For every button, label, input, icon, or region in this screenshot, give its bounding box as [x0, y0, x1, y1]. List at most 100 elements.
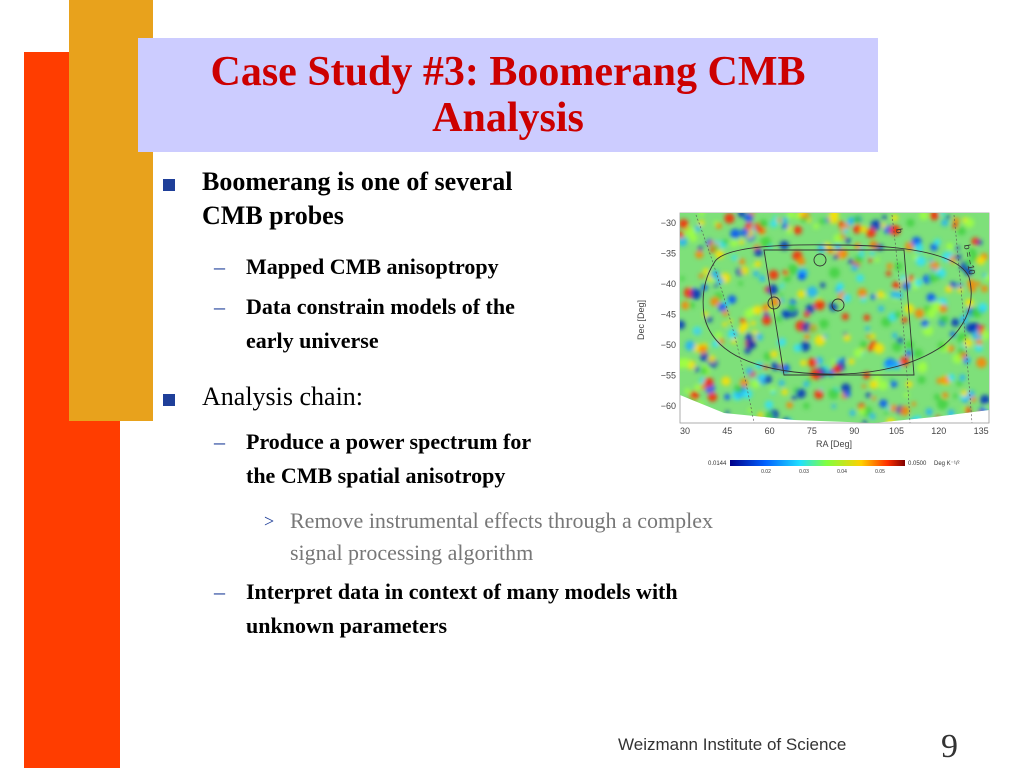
map-texture-spot — [848, 258, 854, 265]
x-tick-label: 45 — [722, 426, 732, 436]
map-texture-spot — [954, 253, 962, 262]
dash-bullet-icon: – — [214, 429, 225, 454]
map-texture-spot — [982, 273, 987, 278]
map-texture-spot — [750, 320, 756, 326]
map-texture-spot — [856, 274, 864, 283]
map-texture-spot — [760, 374, 766, 380]
map-texture-spot — [978, 325, 985, 332]
sub-bullet-text: Interpret data in context of many models… — [246, 579, 678, 604]
bullet-line: CMB probes — [202, 201, 344, 230]
map-texture-spot — [814, 334, 826, 346]
map-texture-spot — [941, 219, 949, 227]
map-texture-spot — [777, 218, 782, 223]
map-texture-spot — [881, 223, 887, 229]
map-texture-spot — [680, 357, 691, 368]
map-texture-spot — [793, 225, 802, 235]
footer-institution: Weizmann Institute of Science — [618, 735, 847, 754]
cmb-map-image — [680, 213, 989, 423]
map-texture-spot — [876, 290, 885, 299]
map-texture-spot — [929, 213, 939, 221]
map-texture-spot — [970, 309, 978, 317]
map-texture-spot — [874, 257, 880, 263]
map-texture-spot — [936, 377, 943, 384]
map-texture-spot — [945, 215, 950, 220]
map-texture-spot — [899, 405, 910, 416]
map-texture-spot — [750, 264, 755, 269]
map-texture-spot — [698, 400, 704, 407]
map-texture-spot — [744, 213, 754, 223]
map-texture-spot — [869, 380, 879, 389]
colorbar-tick-label: 0.05 — [875, 469, 885, 475]
map-texture-spot — [791, 395, 797, 401]
map-texture-spot — [838, 220, 844, 227]
map-texture-spot — [842, 293, 852, 303]
map-texture-spot — [977, 239, 983, 245]
map-texture-spot — [728, 319, 733, 324]
map-texture-spot — [854, 242, 861, 250]
map-texture-spot — [853, 224, 863, 234]
map-texture-spot — [952, 393, 958, 399]
map-texture-spot — [731, 338, 737, 344]
map-texture-spot — [800, 359, 807, 367]
map-texture-spot — [952, 222, 959, 229]
map-texture-spot — [781, 388, 789, 396]
map-texture-spot — [947, 345, 955, 353]
map-texture-spot — [725, 410, 730, 415]
cmb-map-figure: b = −10 b −30−35−40−45−50−55−60 Dec [Deg… — [634, 205, 996, 490]
map-texture-spot — [890, 404, 898, 412]
map-texture-spot — [904, 241, 914, 251]
colorbar-max: 0.0500 — [908, 461, 927, 467]
map-texture-spot — [903, 392, 910, 398]
map-texture-spot — [938, 304, 948, 313]
map-texture-spot — [721, 376, 731, 386]
sub-sub-bullet-text: Remove instrumental effects through a co… — [290, 508, 713, 533]
map-texture-spot — [727, 295, 737, 304]
map-texture-spot — [914, 308, 925, 319]
map-texture-spot — [914, 278, 923, 287]
map-texture-spot — [731, 254, 738, 261]
y-tick-label: −60 — [661, 401, 676, 411]
sub-bullet-produce: – Produce a power spectrum for the CMB s… — [214, 425, 531, 493]
map-texture-spot — [753, 270, 760, 277]
map-texture-spot — [739, 239, 745, 245]
map-texture-spot — [961, 389, 968, 397]
map-texture-spot — [764, 400, 774, 409]
y-tick-label: −55 — [661, 371, 676, 381]
map-texture-spot — [827, 247, 834, 254]
map-texture-spot — [965, 298, 974, 308]
map-texture-spot — [974, 343, 983, 352]
map-texture-spot — [781, 217, 788, 224]
galactic-lines — [695, 214, 973, 424]
map-texture-spot — [865, 326, 870, 331]
map-texture-spot — [926, 308, 937, 319]
map-texture-spot — [870, 333, 876, 339]
map-texture-spot — [807, 357, 818, 368]
map-texture-spot — [782, 417, 791, 423]
map-texture-spot — [817, 244, 826, 253]
map-texture-spot — [805, 304, 815, 314]
map-texture-spot — [782, 269, 789, 276]
map-texture-spot — [695, 250, 704, 259]
map-texture-spot — [981, 285, 988, 293]
square-bullet-icon — [163, 179, 175, 191]
map-texture-spot — [893, 311, 902, 319]
map-texture-spot — [722, 238, 729, 245]
map-texture-spot — [754, 247, 763, 257]
x-tick-label: 30 — [680, 426, 690, 436]
map-texture-spot — [865, 392, 871, 398]
map-texture-spot — [947, 409, 955, 416]
map-texture-spot — [956, 286, 964, 293]
map-texture-spot — [763, 352, 773, 361]
map-texture-spot — [710, 247, 715, 253]
map-texture-spot — [930, 267, 935, 272]
map-texture-spot — [819, 218, 826, 225]
map-texture-spot — [730, 239, 739, 248]
map-texture-spot — [905, 350, 912, 357]
colorbar-unit: Deg K⁻¹/² — [934, 461, 960, 467]
map-texture-spot — [744, 347, 751, 354]
map-texture-spot — [828, 213, 839, 224]
map-texture-spot — [947, 373, 956, 382]
y-axis: −30−35−40−45−50−55−60 — [661, 218, 676, 411]
map-texture-spot — [952, 353, 963, 364]
